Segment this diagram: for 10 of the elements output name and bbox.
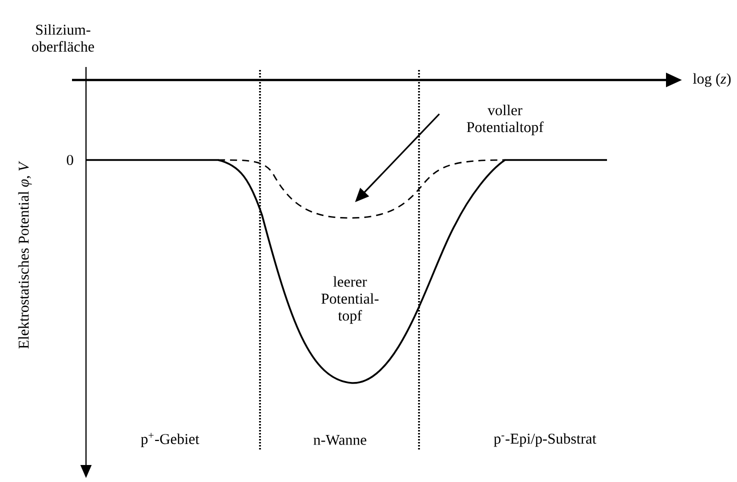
region-label: p$^{-}$-Epi/p-Substrat xyxy=(494,433,596,447)
surface-label: Silizium- oberfläche xyxy=(32,24,94,52)
potential-curve xyxy=(218,159,506,219)
well-label: leerer Potential- topf xyxy=(321,276,379,324)
axis-label: Elektrostatisches Potential φ, V xyxy=(18,160,32,349)
region-label: p$^{+}$-Gebiet xyxy=(140,432,200,448)
callout-text: voller Potentialtopf xyxy=(466,104,544,136)
region-label: n-Wanne xyxy=(314,435,366,445)
axis-label: log (z) xyxy=(693,73,731,87)
tick-label: 0 xyxy=(66,154,74,166)
